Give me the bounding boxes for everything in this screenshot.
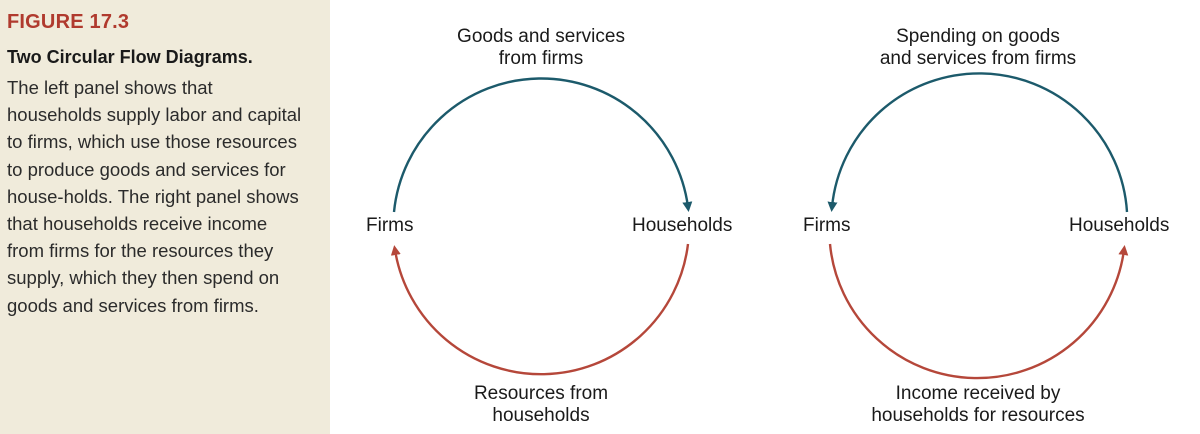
left-top-flow-line2: from firms	[498, 48, 584, 69]
left-node-firms: Firms	[366, 215, 414, 236]
left-bottom-arc	[390, 243, 690, 376]
right-bottom-flow-line2: households for resources	[871, 405, 1085, 426]
figure-label: FIGURE 17.3	[7, 11, 130, 33]
figure-caption: The left panel shows that households sup…	[7, 77, 302, 316]
right-top-flow-label: Spending on goods and services from firm…	[880, 26, 1076, 70]
left-top-arc	[392, 77, 693, 213]
caption-sidebar: FIGURE 17.3 Two Circular Flow Diagrams. …	[0, 0, 330, 434]
right-node-firms: Firms	[803, 215, 851, 236]
right-bottom-flow-label: Income received by households for resour…	[871, 383, 1084, 427]
right-bottom-flow-line1: Income received by	[895, 383, 1061, 404]
right-node-households: Households	[1069, 215, 1170, 236]
right-top-flow-line2: and services from firms	[879, 48, 1077, 69]
right-bottom-arc	[828, 243, 1129, 380]
left-top-flow-line1: Goods and services	[457, 26, 625, 47]
right-top-flow-line1: Spending on goods	[896, 26, 1060, 47]
left-top-flow-label: Goods and services from firms	[457, 26, 625, 70]
left-bottom-flow-label: Resources from households	[474, 383, 608, 427]
figure-title: Two Circular Flow Diagrams.	[7, 47, 253, 67]
right-top-arc	[827, 72, 1129, 213]
left-bottom-flow-line2: households	[492, 405, 590, 426]
left-node-households: Households	[632, 215, 733, 236]
left-bottom-flow-line1: Resources from	[473, 383, 609, 404]
